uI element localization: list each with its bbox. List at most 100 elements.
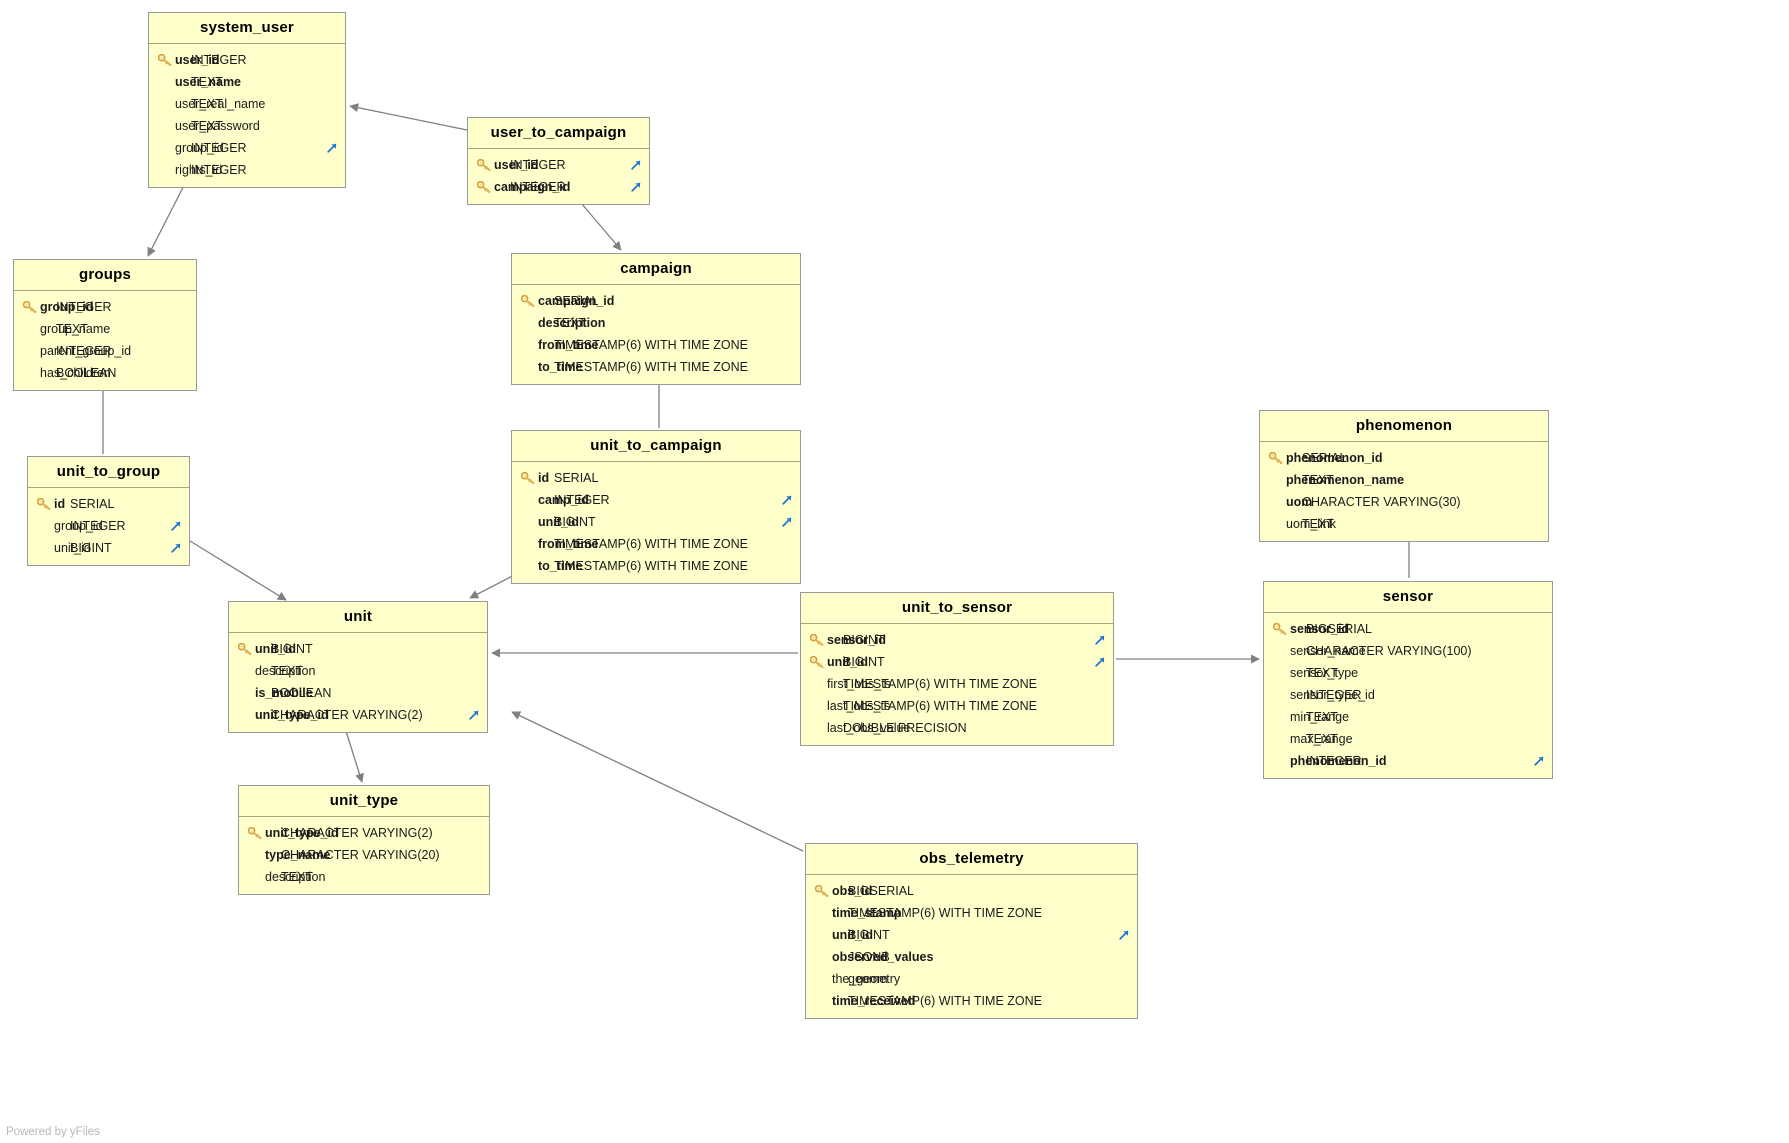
entity-title-groups: groups	[14, 260, 196, 291]
attribute-type: SERIAL	[554, 471, 599, 485]
attribute-type: CHARACTER VARYING(100)	[1306, 644, 1472, 658]
attribute-type: INTEGER	[191, 163, 247, 177]
attribute-type: BIGSERIAL	[1306, 622, 1372, 636]
attribute-name: user_id	[175, 53, 220, 67]
foreign-key-icon-slot	[320, 142, 338, 154]
attribute-name: uom	[1286, 495, 1313, 509]
attribute-type: DOUBLE PRECISION	[843, 721, 967, 735]
attribute-type: TEXT	[281, 870, 313, 884]
attribute-name: group_name	[40, 322, 111, 336]
attribute-name: from_time	[538, 338, 599, 352]
arrow-up-right-icon	[1095, 635, 1105, 645]
attribute-type: TEXT	[1306, 732, 1338, 746]
attribute-name: observed_values	[832, 950, 934, 964]
attribute-name: sensor_type_id	[1290, 688, 1375, 702]
attribute-type: TIMESTAMP(6) WITH TIME ZONE	[554, 338, 748, 352]
primary-key-icon-slot	[1266, 451, 1286, 465]
key-icon	[521, 471, 535, 484]
attribute-name: time_received	[832, 994, 916, 1008]
attribute-name: type_name	[265, 848, 331, 862]
key-icon	[158, 53, 172, 66]
primary-key-icon-slot	[1270, 622, 1290, 636]
attribute-name: the_geom	[832, 972, 888, 986]
attribute-type: TEXT	[271, 664, 303, 678]
primary-key-icon-slot	[812, 884, 832, 898]
yfiles-watermark: Powered by yFiles	[6, 1126, 100, 1138]
attribute-type: BIGSERIAL	[848, 884, 914, 898]
attribute-name: campaign_id	[538, 294, 615, 308]
attribute-name: user_id	[494, 158, 539, 172]
attribute-type: INTEGER	[1306, 754, 1362, 768]
